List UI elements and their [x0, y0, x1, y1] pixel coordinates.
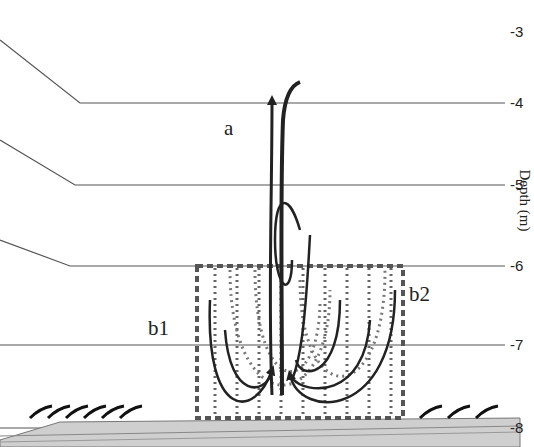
depth-lines [0, 40, 505, 428]
flow-label: a [222, 118, 235, 139]
dotted-line [324, 268, 327, 416]
seabed [0, 418, 520, 447]
ripple-stroke [448, 406, 470, 418]
depth-tick: -7 [510, 337, 523, 352]
flow-label: b2 [407, 284, 432, 305]
upward-jet [270, 82, 300, 395]
ripple-stroke [420, 406, 442, 418]
ripple-stroke [120, 406, 142, 418]
depth-tick: -8 [510, 420, 523, 435]
dotted-line [346, 268, 349, 416]
depth-tick: -3 [510, 24, 523, 39]
ripple-stroke [476, 406, 498, 418]
flow-curves [210, 203, 395, 402]
axis-title: Depth (m) [516, 169, 531, 231]
dotted-line [214, 268, 217, 416]
dotted-line [236, 268, 239, 416]
depth-tick: -6 [510, 258, 523, 273]
sediment-ripples [30, 406, 498, 418]
flow-label: b1 [146, 318, 171, 339]
depth-tick: -4 [510, 95, 523, 110]
